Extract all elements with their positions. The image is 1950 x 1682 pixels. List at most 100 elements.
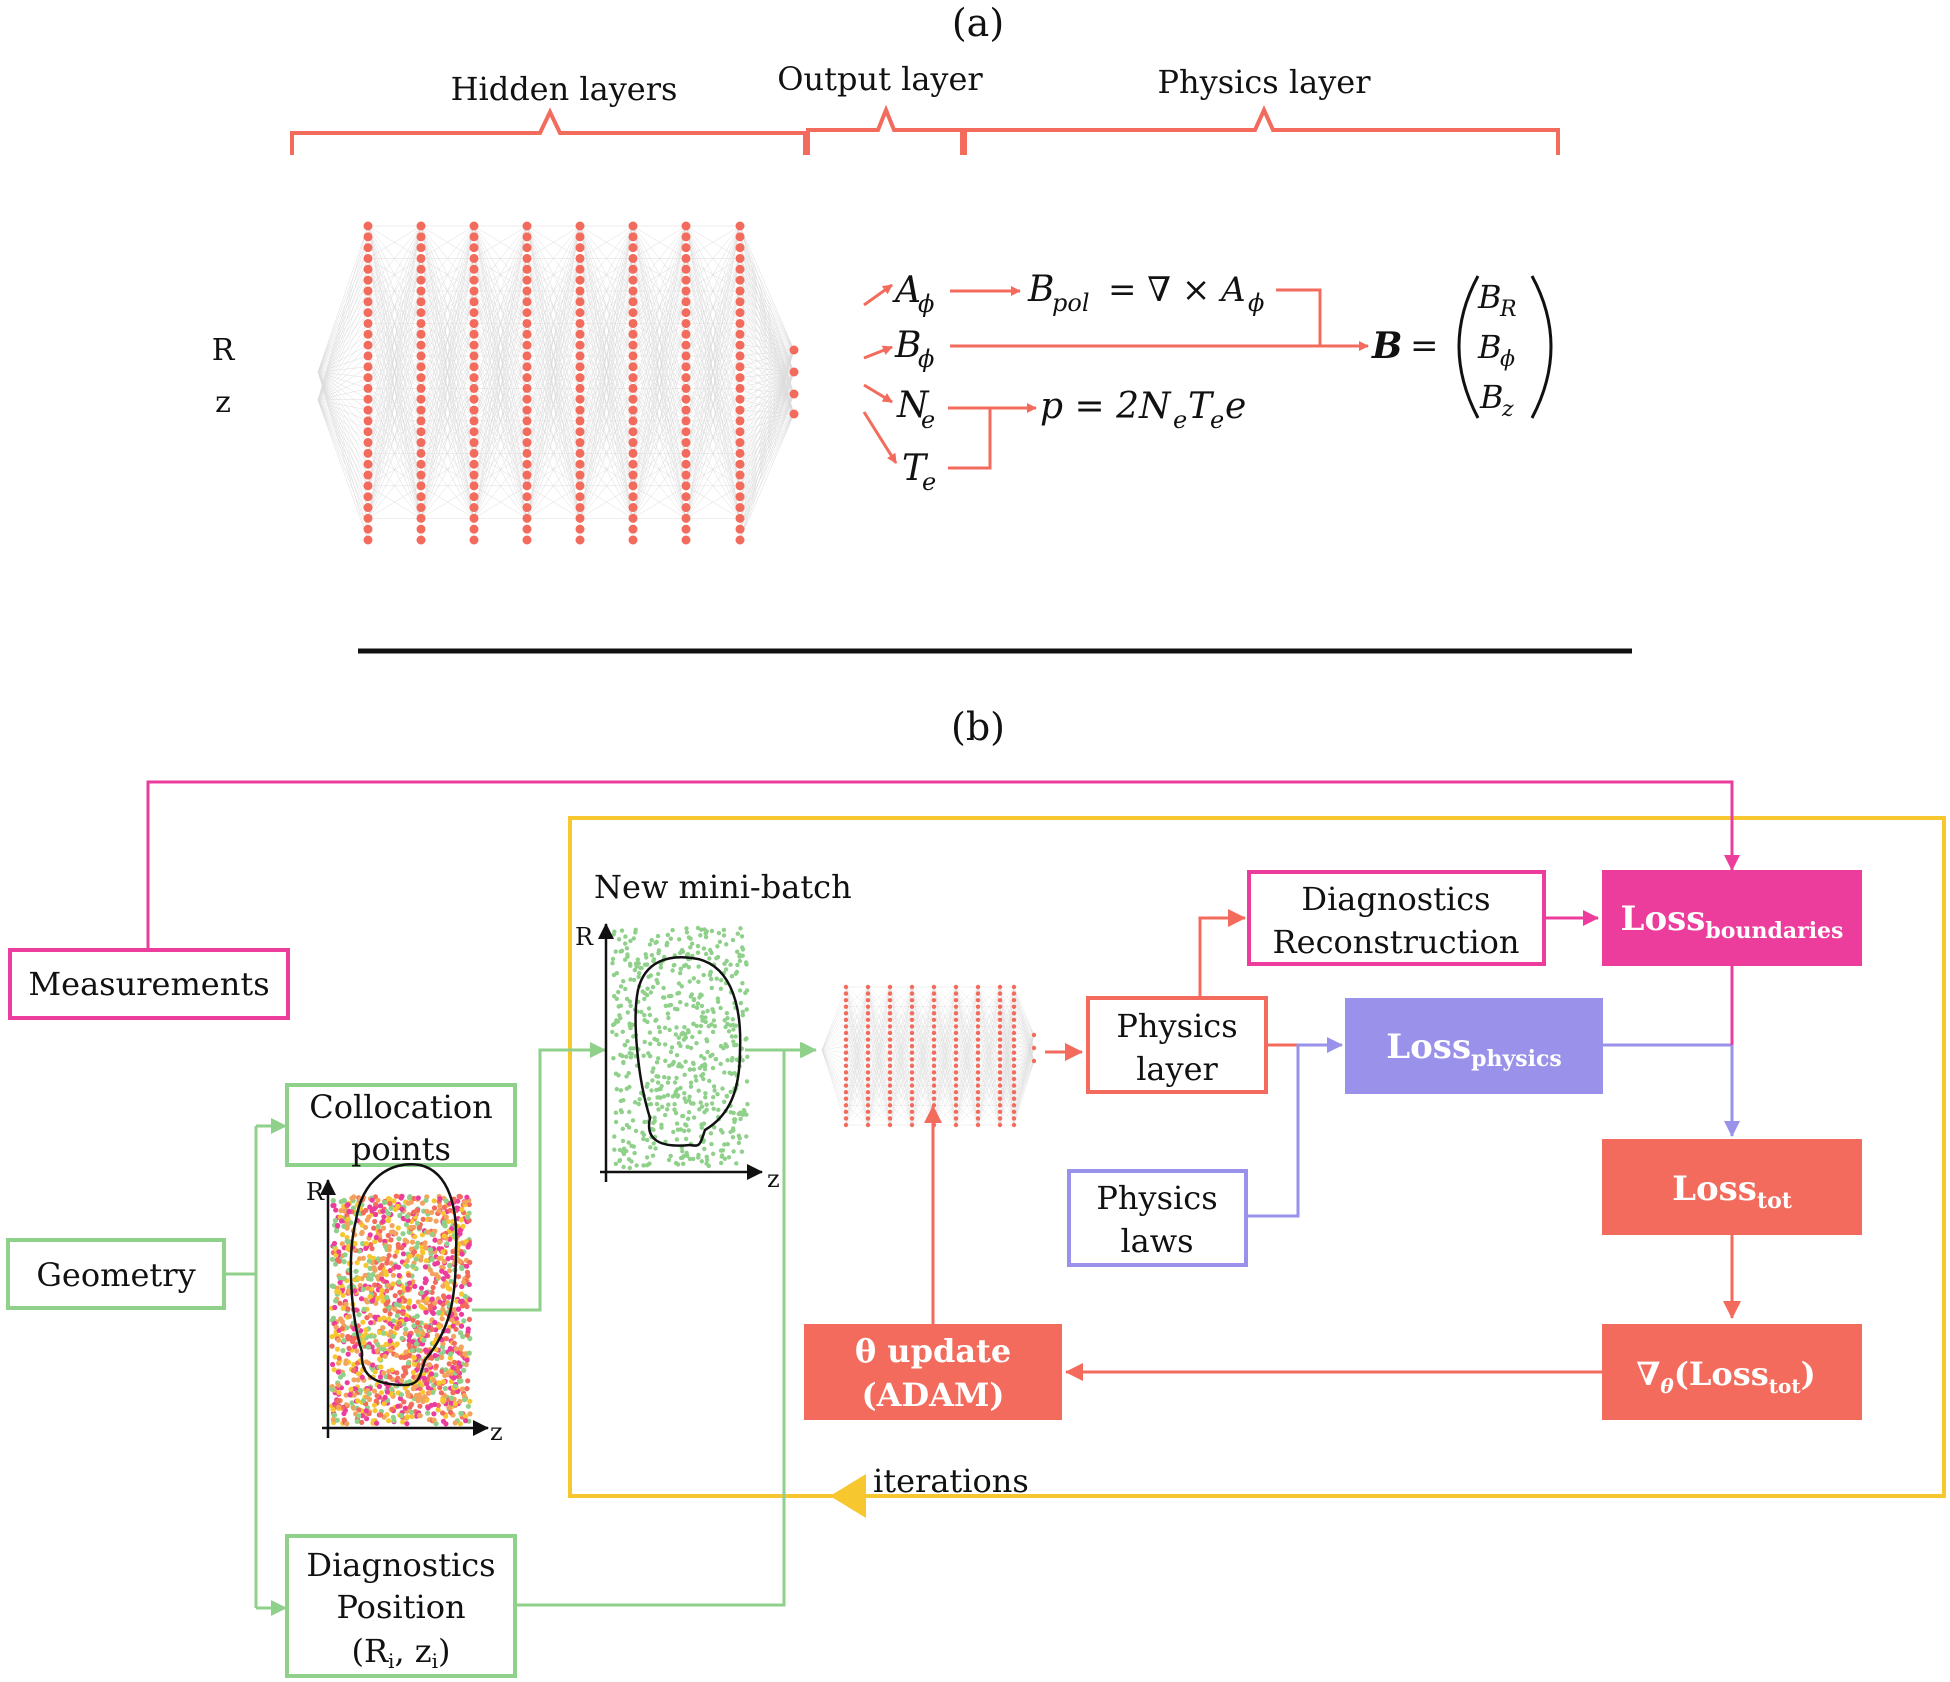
output-layer-bracket xyxy=(806,104,964,155)
collocation-plasma-contour xyxy=(349,1163,458,1387)
b-vector-equals: = xyxy=(1410,326,1439,366)
geometry-box: Geometry xyxy=(6,1238,226,1310)
right-paren xyxy=(1530,275,1553,419)
diag-pos-line1: Diagnostics xyxy=(306,1546,495,1584)
loss-boundaries-label: Lossboundaries xyxy=(1621,899,1844,944)
b-vector-symbol: B xyxy=(1371,325,1402,367)
pressure-equation: p = 2N e T e e xyxy=(1040,386,1246,434)
pressure-lhs: p = 2N xyxy=(1040,386,1172,427)
b-r-subscript: R xyxy=(1499,297,1517,322)
diag-pos-line2: Position xyxy=(336,1588,465,1626)
output-b-phi: B ϕ xyxy=(894,325,934,373)
collocation-to-minibatch-line xyxy=(472,1042,606,1312)
panel-a-label: (a) xyxy=(952,1,1004,45)
diagnostics-position-to-network-line xyxy=(515,1042,817,1607)
hidden-layers-bracket xyxy=(290,107,807,155)
physics-layer-label: Physics layer xyxy=(1157,63,1371,101)
b-phi-symbol: B xyxy=(894,325,921,366)
minibatch-dots xyxy=(610,925,750,1171)
measurements-to-loss-boundaries-line xyxy=(146,780,1740,948)
n-e-subscript: e xyxy=(921,406,935,434)
b-z-symbol: B xyxy=(1479,378,1504,416)
loss-tot-label: Losstot xyxy=(1672,1169,1793,1214)
input-z-label: z xyxy=(215,385,231,420)
minibatch-axis-z-label: z xyxy=(767,1165,780,1193)
measurements-box: Measurements xyxy=(8,948,290,1020)
physics-layer-box-line1: Physics xyxy=(1116,1007,1237,1045)
output-arrows xyxy=(862,283,898,464)
iteration-loop-frame xyxy=(568,816,1946,1498)
theta-update-line1: θ update xyxy=(855,1332,1011,1370)
physics-laws-line2: laws xyxy=(1120,1222,1193,1260)
minibatch-plasma-contour xyxy=(634,956,742,1147)
b-pol-rhs: = ∇ × A xyxy=(1108,270,1246,310)
loss-boundaries-box: Lossboundaries xyxy=(1602,870,1862,966)
physics-laws-to-loss-physics-line xyxy=(1246,1037,1343,1218)
b-pol-symbol: B xyxy=(1027,269,1054,310)
physics-laws-line1: Physics xyxy=(1096,1179,1217,1217)
output-layer-label: Output layer xyxy=(777,60,983,98)
b-pol-subscript: pol xyxy=(1052,289,1090,317)
gradient-box: ∇θ(Losstot) xyxy=(1602,1324,1862,1420)
physics-laws-box: Physics laws xyxy=(1067,1169,1248,1267)
arrow-to-b-phi xyxy=(863,345,893,360)
pressure-n-subscript: e xyxy=(1173,406,1187,434)
neural-network-large xyxy=(317,221,799,545)
t-e-subscript: e xyxy=(922,468,936,496)
output-t-e: T e xyxy=(902,448,936,496)
loss-tot-box: Losstot xyxy=(1602,1139,1862,1235)
collocation-line1: Collocation xyxy=(309,1088,492,1126)
left-paren xyxy=(1457,275,1480,419)
output-n-e: N e xyxy=(896,385,935,434)
diag-pos-line3: (Ri, zi) xyxy=(351,1632,450,1673)
collocation-scatter-plot: R z xyxy=(306,1163,503,1446)
hidden-layers-label: Hidden layers xyxy=(451,70,678,108)
b-z-subscript: z xyxy=(1501,397,1514,422)
measurements-label: Measurements xyxy=(28,965,269,1003)
b-phi-subscript: ϕ xyxy=(918,345,934,373)
iterations-label: iterations xyxy=(873,1462,1029,1500)
a-phi-subscript: ϕ xyxy=(918,290,934,318)
iteration-arrowhead xyxy=(830,1474,866,1518)
minibatch-axis-r-label: R xyxy=(575,923,594,951)
equation-connectors xyxy=(948,286,1369,470)
arrow-to-n-e xyxy=(863,383,893,404)
collocation-axis-r-label: R xyxy=(306,1178,325,1206)
loss-physics-to-loss-tot-line xyxy=(1603,1043,1740,1137)
diagnostics-position-box: Diagnostics Position (Ri, zi) xyxy=(285,1534,517,1678)
b-pol-equation: B pol = ∇ × A ϕ xyxy=(1027,269,1264,317)
bracket-group xyxy=(290,104,1560,155)
diagnostics-reconstruction-box: Diagnostics Reconstruction xyxy=(1247,870,1546,966)
n-e-symbol: N xyxy=(896,385,930,426)
b-vector-equation: B = B R B ϕ B z xyxy=(1371,275,1553,422)
output-a-phi: A ϕ xyxy=(892,270,934,318)
loss-physics-label: Lossphysics xyxy=(1386,1027,1562,1072)
physics-layer-to-diag-recon-line xyxy=(1198,909,1246,998)
arrow-to-a-phi xyxy=(863,283,893,307)
pressure-t-subscript: e xyxy=(1210,406,1224,434)
b-pol-rhs-subscript: ϕ xyxy=(1248,289,1264,317)
diag-recon-line2: Reconstruction xyxy=(1273,923,1520,961)
minibatch-scatter-plot: R z xyxy=(575,923,780,1193)
panel-b-label: (b) xyxy=(951,705,1005,749)
physics-layer-bracket xyxy=(963,105,1560,155)
bpol-to-b-connector xyxy=(1276,288,1322,346)
physics-layer-box: Physics layer xyxy=(1086,996,1268,1094)
input-r-label: R xyxy=(212,333,236,368)
physics-layer-box-line2: layer xyxy=(1136,1050,1218,1088)
pressure-t: T xyxy=(1188,386,1215,427)
geometry-label: Geometry xyxy=(36,1256,195,1294)
ne-te-connector xyxy=(948,406,992,470)
gradient-label: ∇θ(Losstot) xyxy=(1636,1355,1815,1398)
neural-network-small xyxy=(821,984,1037,1128)
b-r-symbol: B xyxy=(1477,278,1502,316)
theta-update-box: θ update (ADAM) xyxy=(804,1324,1062,1420)
iteration-loop: iterations xyxy=(568,816,1946,1518)
collocation-line2: points xyxy=(351,1130,451,1168)
collocation-points-box: Collocation points xyxy=(285,1083,517,1168)
loss-physics-box: Lossphysics xyxy=(1345,998,1603,1094)
geometry-branches xyxy=(224,1118,287,1616)
a-phi-symbol: A xyxy=(892,270,921,311)
theta-update-line2: (ADAM) xyxy=(861,1376,1004,1414)
collocation-axis-z-label: z xyxy=(490,1418,503,1446)
